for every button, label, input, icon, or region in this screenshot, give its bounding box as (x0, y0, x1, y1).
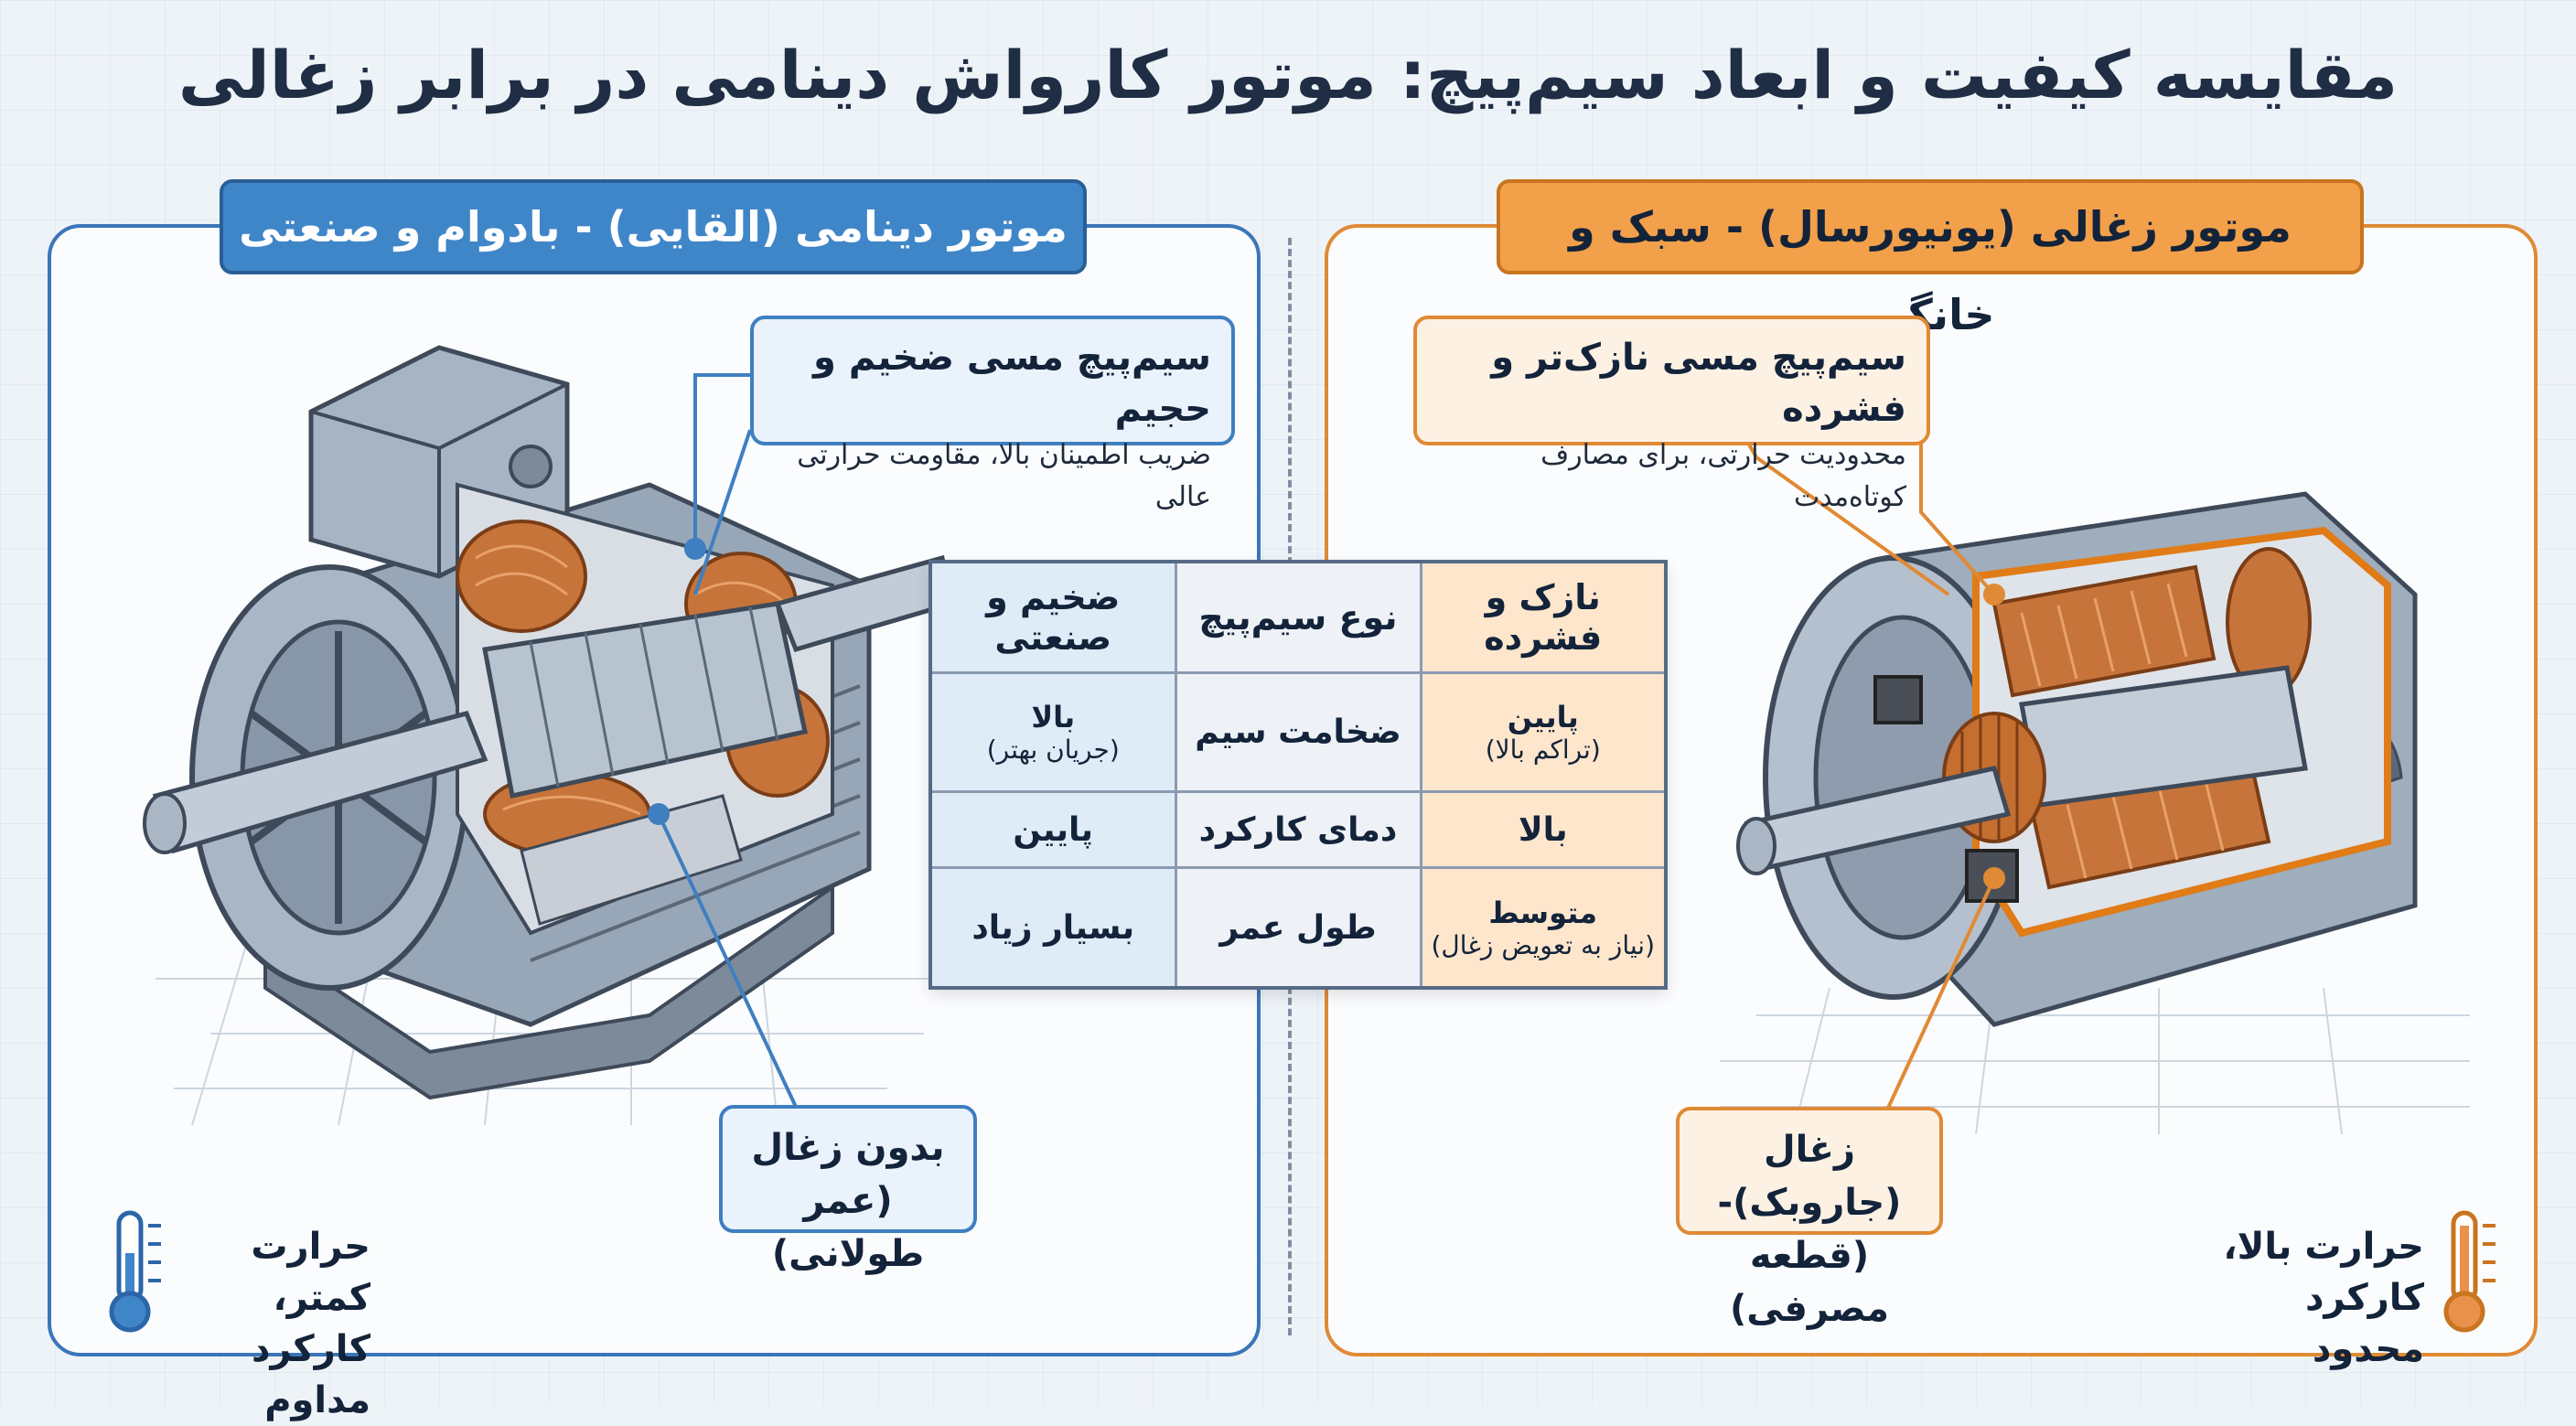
cell-universal-note: (نیاز به تعویض زغال) (1431, 929, 1656, 960)
table-row: پایین (تراکم بالا) ضخامت سیم بالا (جریان… (928, 670, 1668, 794)
table-header-row: نازک و فشرده نوع سیم‌پیچ ضخیم و صنعتی (928, 560, 1668, 674)
induction-winding-title: سیم‌پیچ مسی ضخیم و حجیم (813, 337, 1211, 430)
brush-line2: (قطعه مصرفی) (1729, 1235, 1889, 1330)
cell-induction: پایین (928, 790, 1177, 870)
cell-universal: متوسط (نیاز به تعویض زغال) (1419, 866, 1668, 990)
universal-winding-title: سیم‌پیچ مسی نازک‌تر و فشرده (1491, 337, 1906, 430)
hot-thermometer-label: حرارت بالا، کارکرد محدود (2195, 1221, 2424, 1375)
cell-induction-note: (جریان بهتر) (986, 734, 1120, 766)
brushless-line2: (عمر طولانی) (771, 1180, 925, 1275)
universal-panel-header: موتور زغالی (یونیورسال) - سبک و خانگی (1497, 179, 2364, 339)
hot-line1: حرارت بالا، (2223, 1226, 2424, 1268)
universal-winding-subtitle: محدودیت حرارتی، برای مصارف کوتاه‌مدت (1540, 439, 1906, 513)
brush-line1: زغال (جاروبک)- (1717, 1129, 1902, 1224)
induction-panel-header: موتور دینامی (القایی) - بادوام و صنعتی (220, 179, 1087, 274)
table-row: متوسط (نیاز به تعویض زغال) طول عمر بسیار… (928, 866, 1668, 990)
comparison-table: نازک و فشرده نوع سیم‌پیچ ضخیم و صنعتی پا… (928, 560, 1668, 990)
induction-motor-illustration (137, 302, 961, 1162)
cell-induction-value: بالا (1031, 700, 1076, 735)
cell-induction: بسیار زیاد (928, 866, 1177, 990)
brushless-line1: بدون زغال (751, 1127, 945, 1169)
thermometer-hot-icon (2433, 1207, 2506, 1335)
brushless-callout: بدون زغال (عمر طولانی) (719, 1105, 977, 1275)
cell-universal-value: متوسط (1488, 895, 1598, 930)
cell-universal: بالا (1419, 790, 1668, 870)
cell-induction: بالا (جریان بهتر) (928, 670, 1177, 794)
universal-winding-callout: سیم‌پیچ مسی نازک‌تر و فشرده محدودیت حرار… (1413, 316, 1930, 513)
page-title: مقایسه کیفیت و ابعاد سیم‌پیچ: موتور کارو… (177, 37, 2399, 113)
induction-winding-subtitle: ضریب اطمینان بالا، مقاومت حرارتی عالی (797, 439, 1211, 513)
induction-winding-callout: سیم‌پیچ مسی ضخیم و حجیم ضریب اطمینان بال… (750, 316, 1235, 513)
header-universal: نازک و فشرده (1419, 560, 1668, 674)
cold-line2: کارکرد مداوم (252, 1328, 370, 1421)
cell-universal-note: (تراکم بالا) (1485, 734, 1601, 766)
cell-universal-value: پایین (1507, 700, 1579, 735)
brush-callout: زغال (جاروبک)- (قطعه مصرفی) (1676, 1107, 1943, 1330)
header-induction: ضخیم و صنعتی (928, 560, 1177, 674)
thermometer-cold-icon (99, 1207, 172, 1335)
cell-label: دمای کارکرد (1174, 790, 1422, 870)
cell-label: ضخامت سیم (1174, 670, 1422, 794)
header-label: نوع سیم‌پیچ (1174, 560, 1422, 674)
cell-label: طول عمر (1174, 866, 1422, 990)
hot-line2: کارکرد محدود (2305, 1277, 2424, 1370)
cell-universal: پایین (تراکم بالا) (1419, 670, 1668, 794)
cold-thermometer-label: حرارت کمتر، کارکرد مداوم (178, 1221, 370, 1426)
cold-line1: حرارت کمتر، (251, 1226, 370, 1319)
universal-motor-illustration (1720, 476, 2470, 1135)
table-row: بالا دمای کارکرد پایین (928, 790, 1668, 870)
